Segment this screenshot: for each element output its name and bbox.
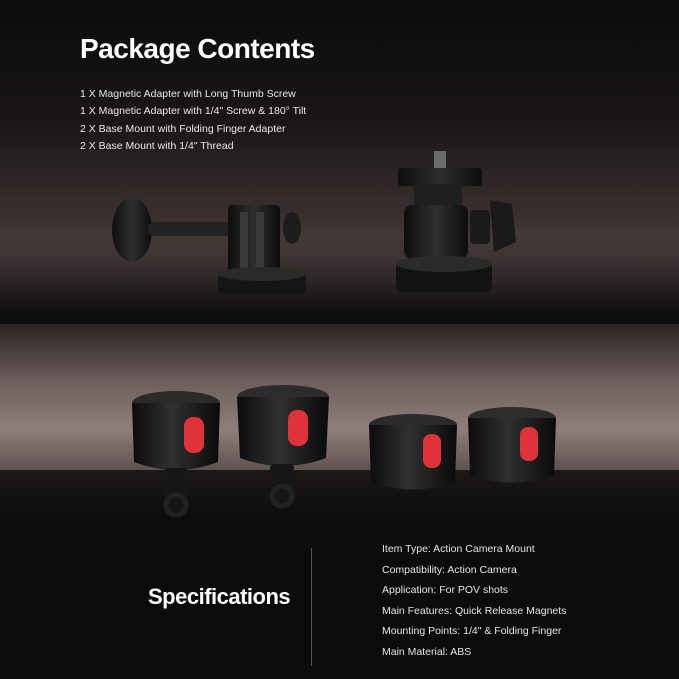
package-contents-list: 1 X Magnetic Adapter with Long Thumb Scr…: [80, 86, 306, 156]
upper-shelf: [0, 232, 679, 324]
spec-item: Compatibility: Action Camera: [382, 563, 517, 576]
spec-item: Mounting Points: 1/4" & Folding Finger: [382, 625, 562, 637]
package-item: 1 X Magnetic Adapter with Long Thumb Scr…: [80, 88, 296, 100]
package-contents-title: Package Contents: [80, 33, 315, 64]
specifications-panel: [0, 528, 679, 679]
base-mount-thread-2-photo: [468, 407, 556, 483]
spec-item: Main Features: Quick Release Magnets: [382, 604, 567, 617]
package-item: 2 X Base Mount with 1/4" Thread: [80, 140, 234, 153]
spec-item: Item Type: Action Camera Mount: [382, 543, 535, 555]
lower-shelf: [0, 470, 679, 530]
spec-item: Main Material: ABS: [382, 645, 472, 658]
vertical-divider: [311, 548, 312, 666]
specifications-list: Item Type: Action Camera Mount Compatibi…: [382, 539, 566, 662]
lower-backdrop: [0, 324, 679, 474]
base-mount-thread-1-photo: [369, 414, 457, 490]
base-mount-folding-finger-1-photo: [132, 391, 220, 518]
tilt-adapter-photo: [396, 151, 516, 292]
thumb-screw-adapter-photo: [112, 198, 306, 294]
base-mount-folding-finger-2-photo: [237, 385, 329, 509]
package-item: 1 X Magnetic Adapter with 1/4" Screw & 1…: [80, 105, 307, 118]
spec-item: Application: For POV shots: [382, 584, 509, 596]
specifications-title: Specifications: [148, 584, 291, 609]
package-item: 2 X Base Mount with Folding Finger Adapt…: [80, 122, 286, 135]
